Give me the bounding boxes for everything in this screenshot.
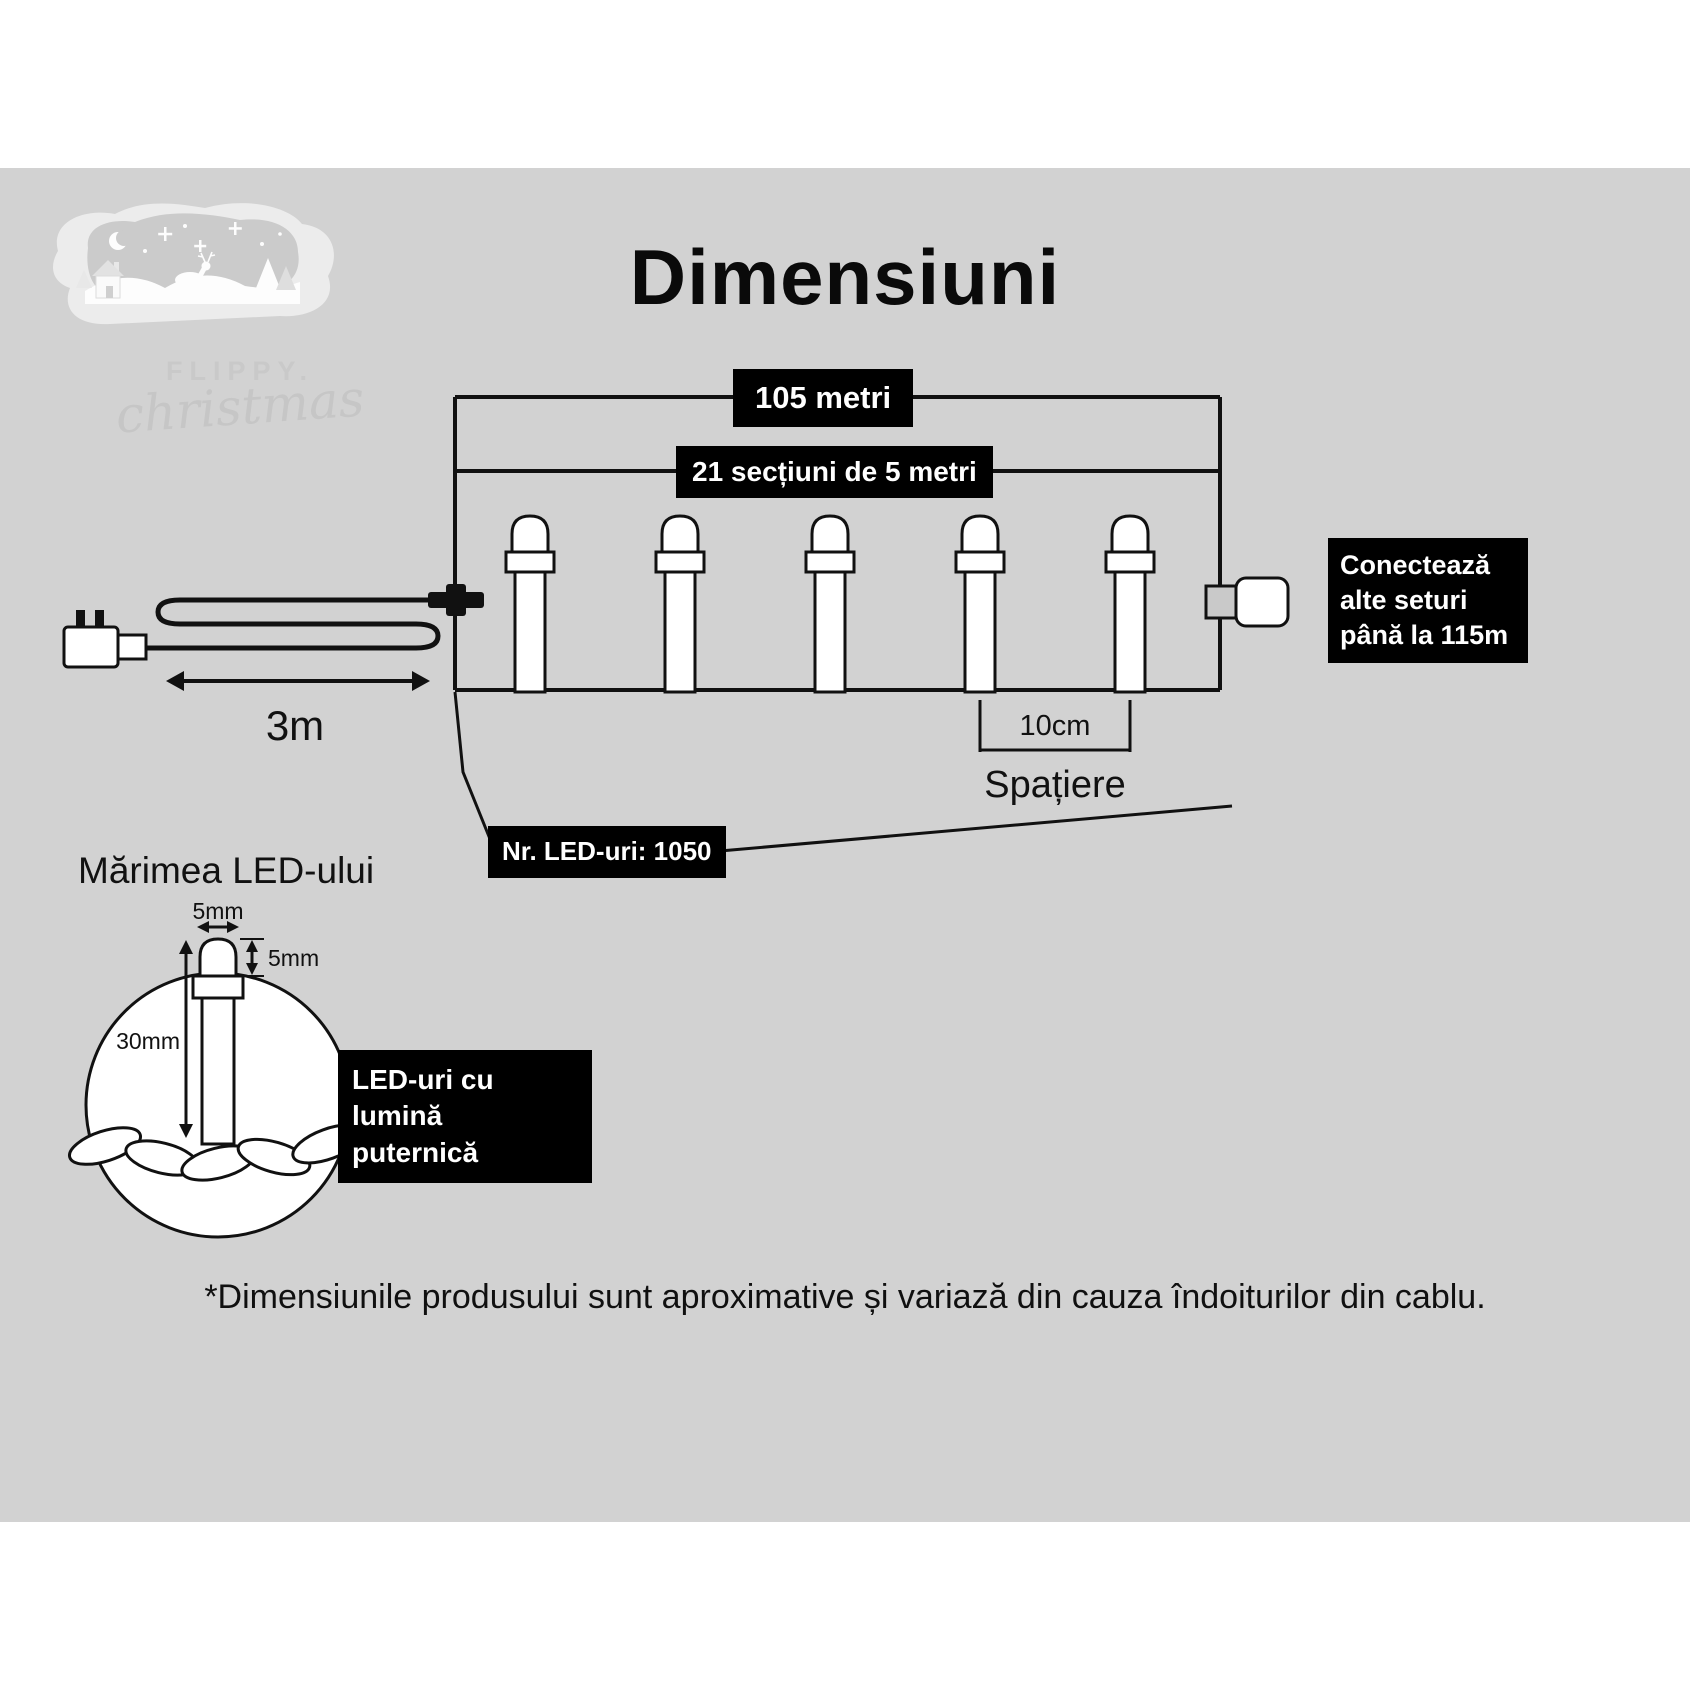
house-icon [92, 260, 124, 299]
dimension-30mm [179, 940, 193, 1138]
tree-icon [76, 258, 296, 290]
end-connector-icon [1204, 576, 1290, 628]
spacing-value-label: 10cm [1019, 710, 1091, 742]
spacing-label: Spațiere [984, 764, 1126, 806]
dimension-arrow-3m [166, 671, 430, 691]
led-tip-width-label: 5mm [192, 898, 244, 924]
sections-label: 21 secțiuni de 5 metri [676, 446, 993, 499]
disclaimer-text: *Dimensiunile produsului sunt aproximati… [204, 1278, 1486, 1316]
led-note-line: puternică [352, 1136, 479, 1168]
connector-note-line: până la 115m [1340, 620, 1509, 651]
led-body-height-label: 30mm [116, 1028, 180, 1054]
led-brightness-note-label: LED-uri cu lumină puternică [338, 1050, 592, 1184]
dimension-5mm-height [240, 938, 264, 977]
page-title: Dimensiuni [629, 233, 1061, 321]
star-icon [143, 222, 282, 253]
led-size-heading: Mărimea LED-ului [78, 850, 375, 891]
led-bulb [954, 514, 1006, 694]
connector-note-line: Conectează [1340, 550, 1491, 580]
led-bulb [504, 514, 556, 694]
connector-note-label: Conectează alte seturi până la 115m [1328, 538, 1528, 664]
led-bulb [804, 514, 856, 694]
night-sky-icon [87, 213, 299, 296]
power-plug-icon [62, 610, 148, 669]
deer-icon [175, 251, 216, 301]
dimension-5mm-width [197, 921, 239, 933]
connector-note-line: alte seturi [1340, 585, 1468, 616]
led-count-label: Nr. LED-uri: 1050 [488, 826, 726, 878]
lead-length-label: 3m [265, 702, 325, 749]
lead-wire-coil [146, 597, 448, 651]
magnified-led [191, 937, 245, 1146]
tee-connector-icon [428, 584, 484, 616]
dimension-10cm [978, 700, 1132, 752]
snow-hills-icon [85, 275, 300, 304]
led-tip-height-label: 5mm [268, 945, 320, 971]
logo-brand-text: FLIPPY. [165, 356, 315, 386]
total-length-label: 105 metri [733, 369, 914, 428]
led-note-line: LED-uri cu lumină [352, 1064, 494, 1132]
led-count-leader-lines [453, 691, 1233, 853]
moon-icon [109, 230, 132, 250]
winter-scene-illustration [53, 203, 334, 325]
led-bulb [654, 514, 706, 694]
led-bulb [1104, 514, 1156, 694]
